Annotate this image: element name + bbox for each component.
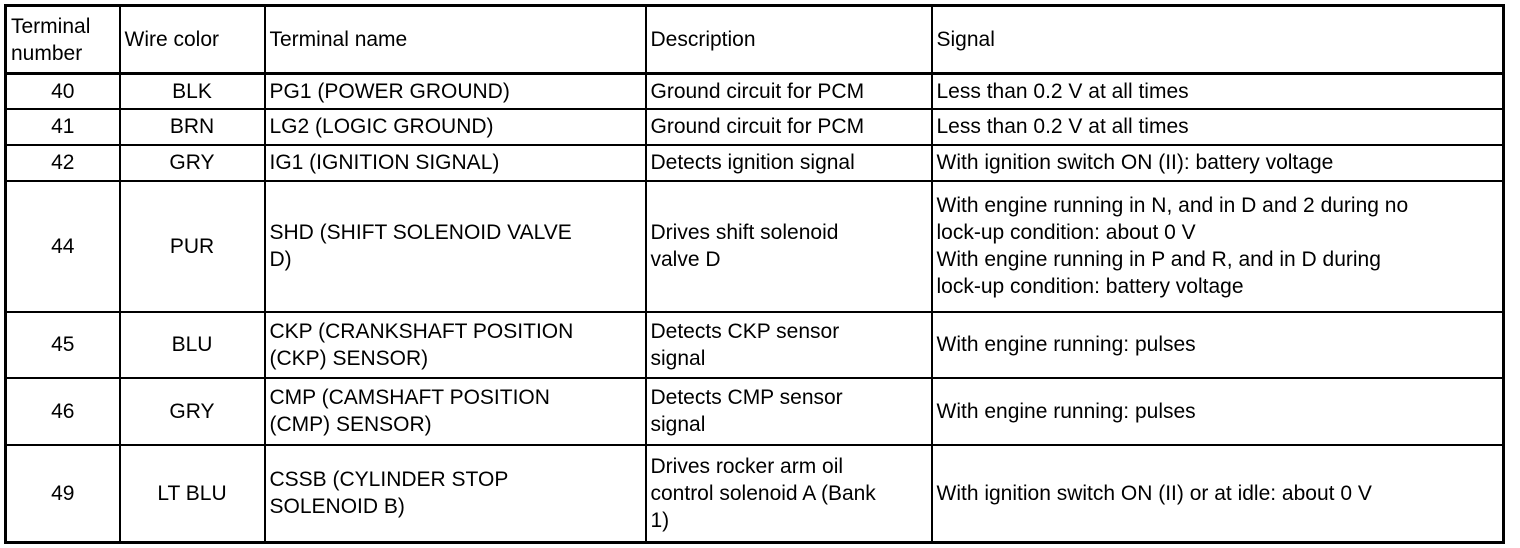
table-row-terminal-44: 44 PUR SHD (SHIFT SOLENOID VALVE D) Driv… [4,179,1505,313]
cell-description: Detects ignition signal [644,143,933,182]
cell-signal: With ignition switch ON (II) or at idle:… [930,443,1505,544]
cell-signal: With engine running in N, and in D and 2… [930,179,1505,313]
cell-wire-color: PUR [118,179,266,313]
table-row-terminal-45: 45 BLU CKP (CRANKSHAFT POSITION (CKP) SE… [4,310,1505,379]
cell-terminal-number: 45 [4,310,121,379]
header-terminal-name: Terminal name [263,4,647,75]
table-row-terminal-46: 46 GRY CMP (CAMSHAFT POSITION (CMP) SENS… [4,376,1505,446]
cell-terminal-number: 46 [4,376,121,446]
cell-terminal-number: 40 [4,72,121,110]
cell-terminal-number: 44 [4,179,121,313]
header-row: Terminal number Wire color Terminal name… [4,4,1505,75]
cell-signal: With engine running: pulses [930,310,1505,379]
cell-terminal-number: 41 [4,107,121,146]
cell-terminal-name: CSSB (CYLINDER STOP SOLENOID B) [263,443,647,544]
cell-signal: Less than 0.2 V at all times [930,72,1505,110]
cell-description: Ground circuit for PCM [644,72,933,110]
cell-terminal-name: CMP (CAMSHAFT POSITION (CMP) SENSOR) [263,376,647,446]
header-wire-color: Wire color [118,4,266,75]
cell-terminal-name: PG1 (POWER GROUND) [263,72,647,110]
table-row-terminal-40: 40 BLK PG1 (POWER GROUND) Ground circuit… [4,72,1505,110]
table-row-terminal-49: 49 LT BLU CSSB (CYLINDER STOP SOLENOID B… [4,443,1505,544]
cell-wire-color: BRN [118,107,266,146]
table-row-terminal-42: 42 GRY IG1 (IGNITION SIGNAL) Detects ign… [4,143,1505,182]
cell-signal: With engine running: pulses [930,376,1505,446]
cell-wire-color: BLU [118,310,266,379]
cell-signal: With ignition switch ON (II): battery vo… [930,143,1505,182]
cell-terminal-number: 49 [4,443,121,544]
cell-terminal-name: CKP (CRANKSHAFT POSITION (CKP) SENSOR) [263,310,647,379]
cell-description: Detects CKP sensor signal [644,310,933,379]
cell-wire-color: GRY [118,376,266,446]
cell-wire-color: BLK [118,72,266,110]
header-description: Description [644,4,933,75]
cell-description: Drives rocker arm oil control solenoid A… [644,443,933,544]
cell-terminal-name: SHD (SHIFT SOLENOID VALVE D) [263,179,647,313]
cell-terminal-name: LG2 (LOGIC GROUND) [263,107,647,146]
cell-terminal-number: 42 [4,143,121,182]
cell-description: Drives shift solenoid valve D [644,179,933,313]
cell-wire-color: LT BLU [118,443,266,544]
pcm-terminal-table: Terminal number Wire color Terminal name… [4,4,1505,544]
cell-wire-color: GRY [118,143,266,182]
header-terminal-number: Terminal number [4,4,121,75]
cell-description: Ground circuit for PCM [644,107,933,146]
cell-description: Detects CMP sensor signal [644,376,933,446]
cell-terminal-name: IG1 (IGNITION SIGNAL) [263,143,647,182]
cell-signal: Less than 0.2 V at all times [930,107,1505,146]
header-signal: Signal [930,4,1505,75]
table-row-terminal-41: 41 BRN LG2 (LOGIC GROUND) Ground circuit… [4,107,1505,146]
